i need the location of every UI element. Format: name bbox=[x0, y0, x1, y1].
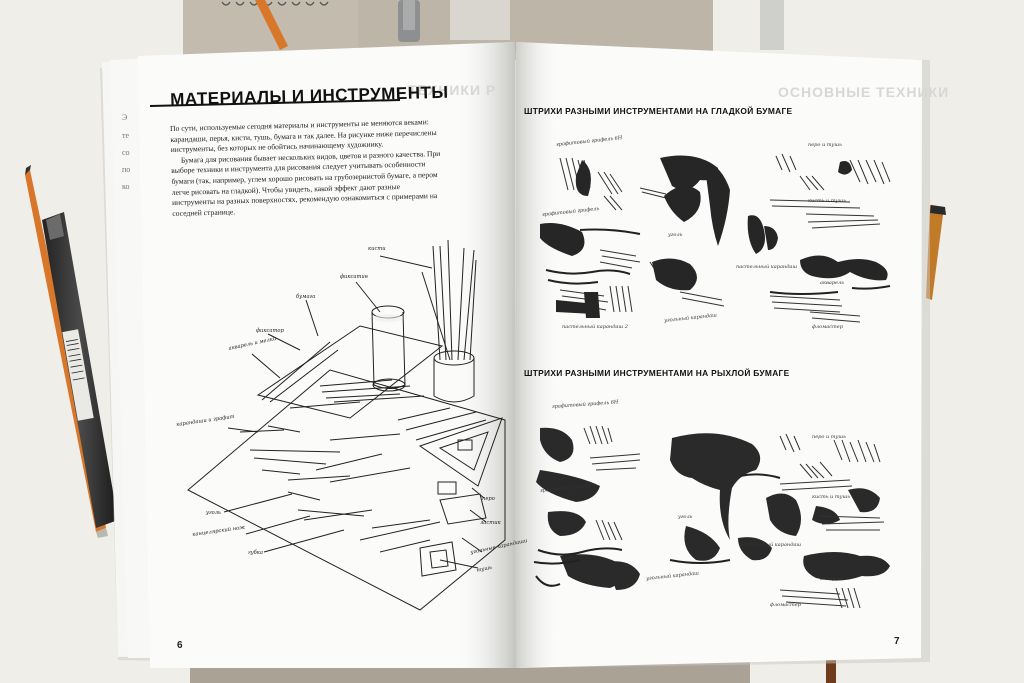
sample-label: перо и тушь bbox=[808, 142, 842, 148]
tools-illustration bbox=[187, 239, 506, 611]
label-bumaga: бумага bbox=[296, 294, 316, 300]
label-guba: губка bbox=[248, 550, 263, 556]
sample-label: уголь bbox=[668, 232, 683, 238]
page-number-left: 6 bbox=[177, 640, 183, 651]
sample-label: пастельный карандаш bbox=[736, 264, 798, 270]
sample-label: кисть и тушь bbox=[808, 198, 846, 204]
back-page-letter: Э bbox=[122, 113, 128, 122]
black-pen bbox=[42, 212, 118, 528]
back-page-letter: со bbox=[122, 148, 130, 157]
sample-label: акварель bbox=[820, 280, 844, 286]
sample-label: перо и тушь bbox=[812, 434, 846, 440]
back-page-letter: ко bbox=[122, 182, 130, 191]
sample-label: фломастер bbox=[770, 602, 801, 608]
ghost-title-left: ТЕХНИКИ Р bbox=[408, 82, 497, 98]
back-page-letter: по bbox=[122, 165, 131, 174]
rough-paper-samples bbox=[533, 425, 890, 609]
label-kisti: кисти bbox=[368, 246, 386, 252]
label-lastik: ластик bbox=[480, 520, 501, 526]
sample-label: кисть и тушь bbox=[812, 494, 850, 500]
sample-label: пастельный карандаш bbox=[740, 542, 802, 548]
ghost-title-right: ОСНОВНЫЕ ТЕХНИКИ bbox=[778, 84, 950, 100]
sample-label: уголь bbox=[678, 514, 693, 520]
label-fiksativ: фиксатив bbox=[340, 274, 368, 280]
label-ugol: уголь bbox=[206, 510, 221, 516]
paragraph: Бумага для рисования бывает нескольких в… bbox=[171, 148, 441, 218]
label-fiksator: фиксатор bbox=[256, 328, 284, 334]
intro-text: По сути, используемые сегодня материалы … bbox=[170, 117, 442, 219]
back-page-letter: те bbox=[122, 131, 130, 140]
section-title-smooth: ШТРИХИ РАЗНЫМИ ИНСТРУМЕНТАМИ НА ГЛАДКОЙ … bbox=[524, 106, 793, 116]
label-pero: перо bbox=[482, 496, 495, 502]
sketchbook bbox=[183, 0, 784, 60]
title-underline bbox=[149, 99, 401, 107]
section-title-rough: ШТРИХИ РАЗНЫМИ ИНСТРУМЕНТАМИ НА РЫХЛОЙ Б… bbox=[524, 368, 790, 378]
page-number-right: 7 bbox=[894, 636, 900, 647]
sample-label: фломастер bbox=[812, 324, 843, 330]
sample-label: пастельный карандаш 2 bbox=[562, 324, 628, 330]
left-page bbox=[138, 42, 516, 668]
smooth-paper-samples bbox=[540, 153, 891, 323]
sample-label: акварель bbox=[820, 576, 844, 582]
